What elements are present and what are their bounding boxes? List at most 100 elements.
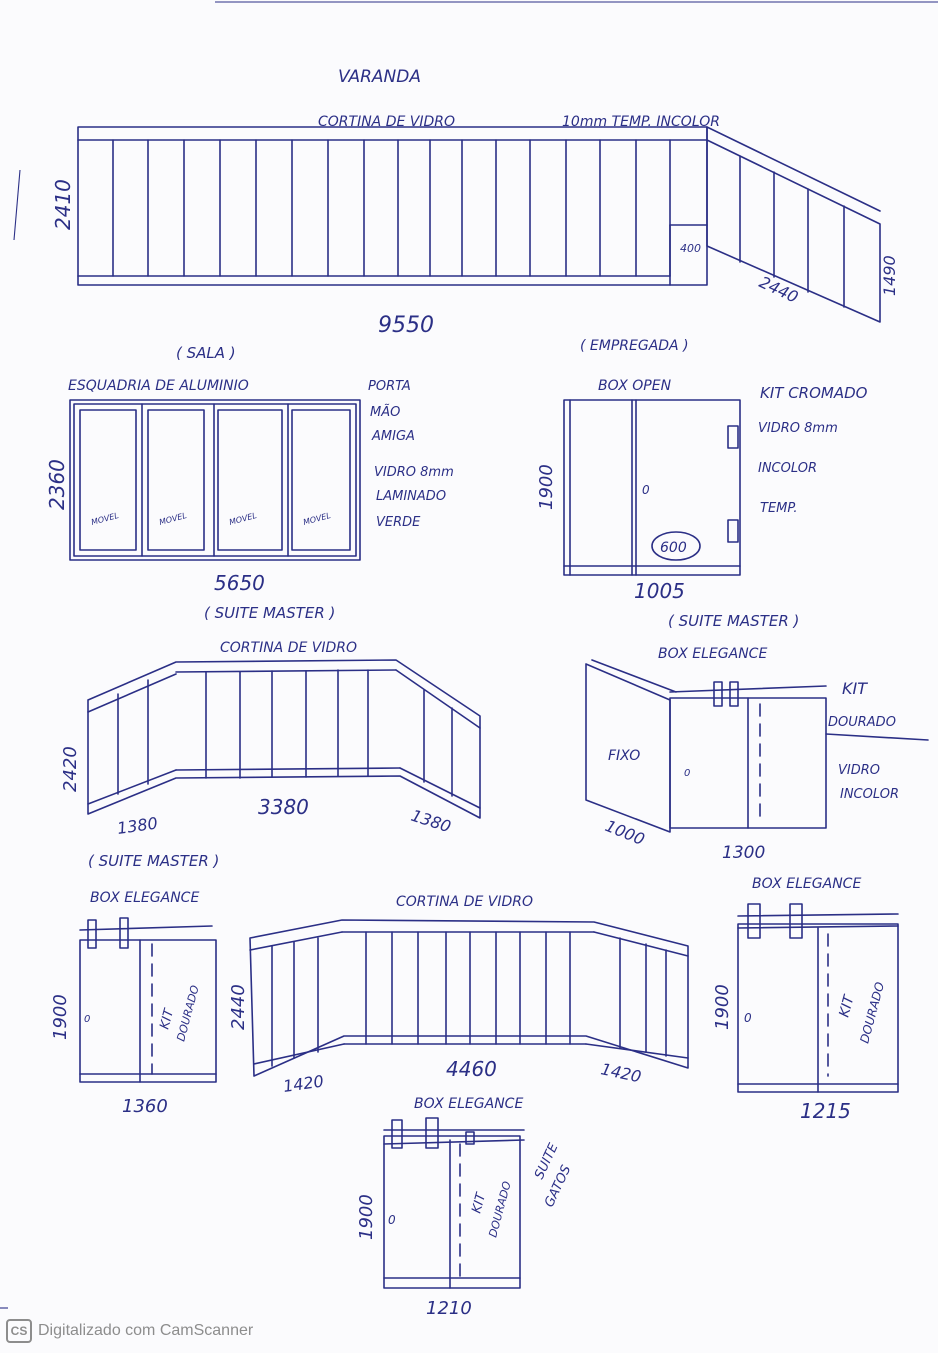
sala-sliding-panel xyxy=(291,409,351,551)
empregada-door-label: 600 xyxy=(660,540,687,556)
sala-frame-outer xyxy=(69,399,361,561)
sala-glass-3: VERDE xyxy=(376,515,421,530)
sala-panel-label: MOVEL xyxy=(302,511,332,527)
cortina2-section: CORTINA DE VIDRO 2440 1420 4460 1420 xyxy=(228,894,689,1096)
margin-mark xyxy=(13,169,21,241)
varanda-main-frame xyxy=(77,126,708,286)
suite-box-roller-1 xyxy=(713,681,723,707)
sala-glass-2: LAMINADO xyxy=(376,489,446,504)
box3-width-label: 1215 xyxy=(800,1099,851,1123)
suite-cortina-section: ( SUITE MASTER ) CORTINA DE VIDRO 2420 1… xyxy=(60,604,481,838)
suite-box2-rail xyxy=(79,925,213,931)
varanda-main-panel xyxy=(77,126,708,286)
suite-box-top-rail-right xyxy=(669,685,827,693)
sala-room: ( SALA ) xyxy=(176,344,236,362)
varanda-side-top xyxy=(706,126,881,212)
sala-panel-label: MOVEL xyxy=(90,511,120,527)
suite-cortina-center-label: 3380 xyxy=(258,795,309,819)
empregada-kit-2: VIDRO 8mm xyxy=(758,421,838,436)
suite-cortina-center-rail xyxy=(175,669,397,673)
empregada-width-label: 1005 xyxy=(634,579,685,603)
suite-box2-kit: KIT xyxy=(157,1007,177,1032)
suite-cortina-left-rail xyxy=(87,673,177,713)
sala-panel-label: MOVEL xyxy=(158,511,188,527)
suite-cortina-frame xyxy=(87,659,481,819)
box3-kit: KIT xyxy=(836,992,857,1019)
varanda-side-height-label: 1490 xyxy=(880,255,899,296)
sala-section: ( SALA ) ESQUADRIA DE ALUMINIO PORTA MÃO… xyxy=(45,344,454,595)
empregada-kit-3: INCOLOR xyxy=(758,461,817,476)
suite-box-kit-3: VIDRO xyxy=(838,763,880,778)
cortina2-left-bottom xyxy=(253,1043,345,1065)
sala-sliding-panel xyxy=(147,409,205,551)
empregada-kit-1: KIT CROMADO xyxy=(760,384,868,402)
suite-box-kit-underline xyxy=(825,733,929,741)
suite-cortina-room: ( SUITE MASTER ) xyxy=(204,604,335,622)
cortina2-mullions xyxy=(271,931,667,1067)
empregada-height-label: 1900 xyxy=(536,464,557,510)
sala-note-3: AMIGA xyxy=(371,429,415,444)
camscanner-watermark: Digitalizado com CamScanner xyxy=(38,1322,254,1339)
empregada-room: ( EMPREGADA ) xyxy=(580,338,689,354)
suite-cortina-right-label: 1380 xyxy=(409,806,454,837)
box4-title: BOX ELEGANCE xyxy=(414,1096,523,1112)
box4-stopper xyxy=(465,1131,475,1145)
varanda-side-frame xyxy=(706,126,881,323)
suite-box2-roller-2 xyxy=(119,917,129,949)
suite-box-kit-2: DOURADO xyxy=(828,715,896,730)
suite-cortina-mullions xyxy=(117,669,453,797)
box3-roller-2 xyxy=(789,903,803,939)
suite-cortina-right-bottom xyxy=(399,767,481,809)
box4-kit: KIT xyxy=(469,1191,489,1216)
cortina2-right-rail xyxy=(593,931,689,957)
suite-box2-frame xyxy=(79,939,217,1083)
box3-title: BOX ELEGANCE xyxy=(752,876,861,892)
box3-kit2: DOURADO xyxy=(857,981,887,1045)
cortina2-left-label: 1420 xyxy=(282,1071,325,1095)
varanda-mullions xyxy=(112,139,671,277)
suite-box-kit-4: INCOLOR xyxy=(840,787,899,802)
sala-note-1: PORTA xyxy=(368,379,411,394)
box3-knob: 0 xyxy=(744,1011,752,1025)
cortina2-right-bottom xyxy=(585,1043,689,1059)
box4-roller-1 xyxy=(391,1119,403,1149)
sala-sliding-panel xyxy=(217,409,283,551)
suite-box-kit-1: KIT xyxy=(842,679,868,698)
cortina2-frame xyxy=(249,919,689,1077)
suite-box2-height-label: 1900 xyxy=(50,994,71,1040)
varanda-spec: 10mm TEMP. INCOLOR xyxy=(562,114,720,130)
box3-rail-top xyxy=(737,913,899,917)
suite-box2-kit2: DOURADO xyxy=(174,984,202,1043)
varanda-return-label: 400 xyxy=(680,242,701,255)
box4-roller-2 xyxy=(425,1117,439,1149)
box4-kit2: DOURADO xyxy=(486,1180,514,1239)
cortina2-title: CORTINA DE VIDRO xyxy=(396,894,533,910)
empregada-frame xyxy=(563,399,741,576)
cortina2-left-rail xyxy=(249,931,343,951)
suite-box-roller-2 xyxy=(729,681,739,707)
suite-box-right-label: 1300 xyxy=(722,843,765,863)
empregada-knob: 0 xyxy=(642,483,650,497)
sala-frame-inner xyxy=(73,403,357,557)
suite-box2-section: ( SUITE MASTER ) BOX ELEGANCE 0 KIT DOUR… xyxy=(50,852,219,1117)
suite-box2-knob: 0 xyxy=(84,1014,90,1025)
box4-height-label: 1900 xyxy=(356,1194,377,1240)
varanda-subtitle: CORTINA DE VIDRO xyxy=(318,114,455,130)
suite-box-fixed-frame xyxy=(585,663,671,833)
suite-cortina-center-bottom xyxy=(175,767,401,771)
box4-knob: 0 xyxy=(388,1213,396,1227)
varanda-side-mullions xyxy=(739,155,845,308)
box4-width-label: 1210 xyxy=(426,1298,472,1319)
box4-rail-bottom xyxy=(383,1139,525,1145)
suite-box-top-rail-left xyxy=(591,659,677,693)
box3-rail-bottom xyxy=(737,925,899,929)
suite-box2-width-label: 1360 xyxy=(122,1096,168,1117)
suite-box-section: ( SUITE MASTER ) BOX ELEGANCE KIT DOURAD… xyxy=(585,612,929,863)
suite-cortina-height-label: 2420 xyxy=(60,746,81,792)
sala-width-label: 5650 xyxy=(214,571,265,595)
empregada-kit-4: TEMP. xyxy=(760,501,798,516)
varanda-side-panel xyxy=(669,126,881,323)
